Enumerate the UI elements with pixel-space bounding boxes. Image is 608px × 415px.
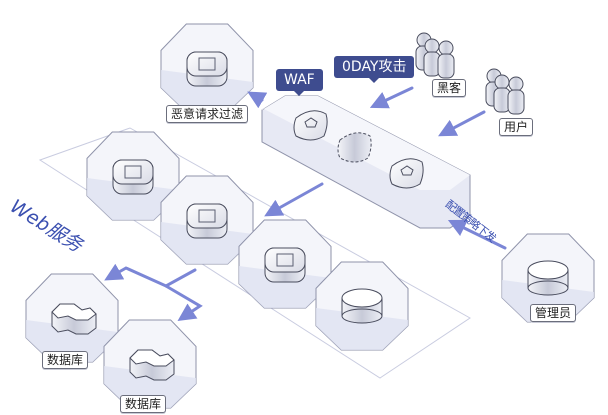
web-server-node-1 — [86, 131, 180, 221]
bank-icon — [186, 203, 228, 239]
shield-icon — [389, 158, 424, 189]
web-server-node-2 — [160, 175, 254, 265]
admin-label: 管理员 — [530, 304, 577, 322]
hacker-icon — [415, 32, 455, 79]
yen-icon — [264, 247, 306, 283]
database-label-1: 数据库 — [42, 351, 89, 369]
database-cluster-icon — [129, 349, 175, 381]
filter-label: 恶意请求过滤 — [166, 105, 249, 123]
shield-icon — [337, 132, 372, 163]
edge-user-to-waf — [438, 110, 486, 137]
database-node-2 — [103, 319, 197, 409]
edges — [104, 86, 507, 321]
document-icon — [186, 51, 228, 87]
user-group-icon — [485, 68, 525, 115]
filter-node — [160, 23, 254, 113]
edge-web-to-db-2 — [164, 284, 203, 321]
waf-platform — [261, 95, 471, 229]
edge-admin-to-waf — [447, 219, 507, 250]
database-cluster-icon — [51, 303, 97, 335]
edge-hacker-to-waf — [369, 86, 414, 109]
web-server-node-3 — [238, 219, 332, 309]
globe-icon — [341, 288, 383, 324]
edge-web-to-db-1 — [104, 263, 197, 288]
document-icon — [112, 159, 154, 195]
web-server-node-4 — [315, 261, 409, 351]
shield-icon — [293, 110, 328, 141]
waf-callout: WAF — [276, 69, 323, 96]
user-icon — [527, 260, 569, 296]
hacker-label: 黑客 — [432, 79, 467, 97]
edge-waf-to-filter — [247, 91, 268, 109]
edge-waf-to-web — [264, 182, 324, 217]
attack-callout: 0DAY攻击 — [334, 56, 415, 83]
user-label: 用户 — [499, 118, 534, 136]
database-label-2: 数据库 — [120, 395, 167, 413]
